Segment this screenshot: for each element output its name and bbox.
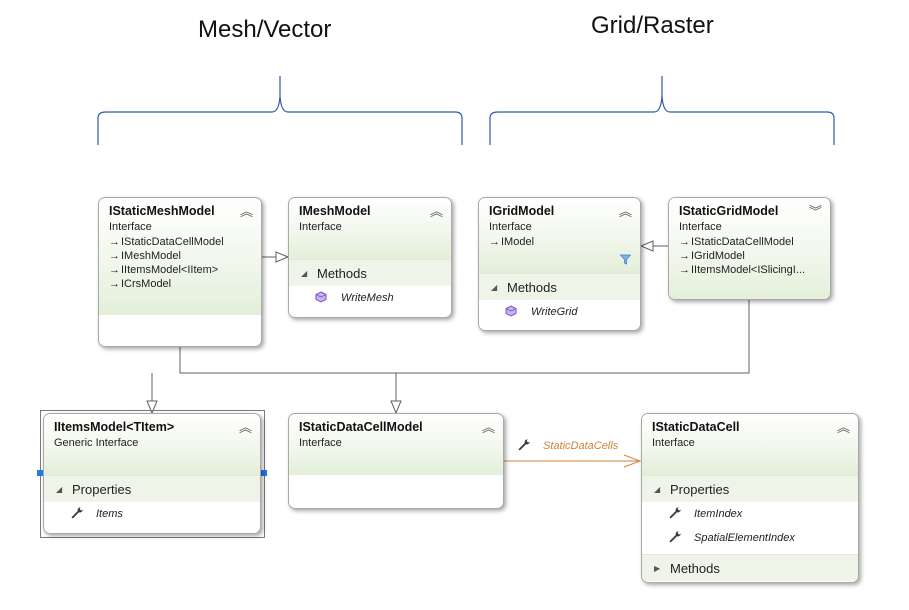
association-wrench-icon bbox=[517, 438, 531, 457]
triangle-expanded-icon: ◢ bbox=[491, 282, 498, 292]
inherits-arrow-icon: → bbox=[109, 236, 120, 248]
inherits-item: →ICrsModel bbox=[109, 278, 172, 290]
wrench-icon bbox=[70, 506, 96, 523]
heading-mesh-vector: Mesh/Vector bbox=[198, 16, 332, 43]
chevron-down-icon[interactable]: ︾ bbox=[808, 204, 822, 219]
chevron-up-icon[interactable]: ︽ bbox=[618, 204, 632, 219]
bracket-mesh-vector bbox=[97, 76, 463, 145]
class-stereotype: Interface bbox=[652, 437, 695, 449]
inherits-item: →IItemsModel<IItem> bbox=[109, 264, 219, 276]
inheritance-arrow-items bbox=[146, 400, 158, 415]
class-box-imeshmodel[interactable]: IMeshModel Interface ︽ ◢Methods WriteMes… bbox=[288, 197, 452, 318]
method-item[interactable]: WriteGrid bbox=[479, 300, 640, 324]
resize-handle-right[interactable] bbox=[261, 470, 267, 476]
class-title: IMeshModel bbox=[299, 204, 371, 218]
property-item[interactable]: Items bbox=[44, 502, 260, 526]
class-stereotype: Interface bbox=[679, 221, 722, 233]
class-box-iitemsmodel[interactable]: IItemsModel<TItem> Generic Interface ︽ ◢… bbox=[43, 413, 261, 534]
inheritance-arrow-grid bbox=[639, 240, 654, 252]
property-item[interactable]: SpatialElementIndex bbox=[642, 526, 858, 550]
property-item[interactable]: ItemIndex bbox=[642, 502, 858, 526]
method-cube-icon bbox=[505, 304, 531, 320]
resize-handle-left[interactable] bbox=[37, 470, 43, 476]
bracket-grid-raster bbox=[489, 76, 835, 145]
class-box-istaticdatacellmodel[interactable]: IStaticDataCellModel Interface ︽ bbox=[288, 413, 504, 509]
inherits-arrow-icon: → bbox=[679, 250, 690, 262]
class-title: IItemsModel<TItem> bbox=[54, 420, 175, 434]
inherits-arrow-icon: → bbox=[109, 250, 120, 262]
class-box-igridmodel[interactable]: IGridModel Interface →IModel ︽ ◢Methods … bbox=[478, 197, 641, 331]
inherits-arrow-icon: → bbox=[679, 236, 690, 248]
section-properties[interactable]: ◢Properties bbox=[642, 475, 858, 502]
association-arrowhead bbox=[623, 454, 642, 468]
class-header: IStaticMeshModel Interface →IStaticDataC… bbox=[99, 198, 261, 315]
triangle-collapsed-icon: ▶ bbox=[654, 563, 661, 573]
chevron-up-icon[interactable]: ︽ bbox=[481, 420, 495, 435]
triangle-expanded-icon: ◢ bbox=[654, 484, 661, 494]
class-title: IGridModel bbox=[489, 204, 555, 218]
triangle-expanded-icon: ◢ bbox=[301, 268, 308, 278]
class-stereotype: Interface bbox=[299, 437, 342, 449]
inherits-item: →IStaticDataCellModel bbox=[109, 236, 224, 248]
chevron-up-icon[interactable]: ︽ bbox=[836, 420, 850, 435]
inherits-item: →IStaticDataCellModel bbox=[679, 236, 794, 248]
class-stereotype: Generic Interface bbox=[54, 437, 139, 449]
filter-icon[interactable] bbox=[619, 254, 632, 268]
class-stereotype: Interface bbox=[109, 221, 152, 233]
triangle-expanded-icon: ◢ bbox=[56, 484, 63, 494]
inherits-item: →IMeshModel bbox=[109, 250, 181, 262]
inherits-item: →IModel bbox=[489, 236, 535, 248]
chevron-up-icon[interactable]: ︽ bbox=[238, 420, 252, 435]
heading-grid-raster: Grid/Raster bbox=[591, 12, 714, 39]
class-header: IStaticDataCellModel Interface ︽ bbox=[289, 414, 503, 475]
method-cube-icon bbox=[315, 290, 341, 306]
class-box-istaticgridmodel[interactable]: IStaticGridModel Interface →IStaticDataC… bbox=[668, 197, 831, 300]
chevron-up-icon[interactable]: ︽ bbox=[239, 204, 253, 219]
class-title: IStaticDataCellModel bbox=[299, 420, 423, 434]
section-methods[interactable]: ◢Methods bbox=[479, 273, 640, 300]
class-header: IStaticDataCell Interface ︽ bbox=[642, 414, 858, 475]
class-stereotype: Interface bbox=[299, 221, 342, 233]
class-stereotype: Interface bbox=[489, 221, 532, 233]
wrench-icon bbox=[668, 530, 694, 547]
inherits-item: →IItemsModel<ISlicingI... bbox=[679, 264, 806, 276]
association-label[interactable]: StaticDataCells bbox=[543, 440, 619, 452]
class-box-istaticdatacell[interactable]: IStaticDataCell Interface ︽ ◢Properties … bbox=[641, 413, 859, 583]
inherits-item: →IGridModel bbox=[679, 250, 745, 262]
class-header: IGridModel Interface →IModel ︽ bbox=[479, 198, 640, 273]
inherits-arrow-icon: → bbox=[489, 236, 500, 248]
class-header: IStaticGridModel Interface →IStaticDataC… bbox=[669, 198, 830, 299]
section-properties[interactable]: ◢Properties bbox=[44, 475, 260, 502]
class-title: IStaticDataCell bbox=[652, 420, 740, 434]
class-box-istaticmeshmodel[interactable]: IStaticMeshModel Interface →IStaticDataC… bbox=[98, 197, 262, 347]
section-methods[interactable]: ▶Methods bbox=[642, 554, 858, 581]
inherits-arrow-icon: → bbox=[109, 264, 120, 276]
inheritance-arrow-datacell-model bbox=[390, 400, 402, 415]
class-title: IStaticMeshModel bbox=[109, 204, 215, 218]
inherits-arrow-icon: → bbox=[679, 264, 690, 276]
wrench-icon bbox=[668, 506, 694, 523]
inherits-arrow-icon: → bbox=[109, 278, 120, 290]
class-header: IItemsModel<TItem> Generic Interface ︽ bbox=[44, 414, 260, 475]
chevron-up-icon[interactable]: ︽ bbox=[429, 204, 443, 219]
inheritance-arrow-mesh bbox=[275, 251, 290, 263]
method-item[interactable]: WriteMesh bbox=[289, 286, 451, 310]
class-title: IStaticGridModel bbox=[679, 204, 779, 218]
section-methods[interactable]: ◢Methods bbox=[289, 259, 451, 286]
class-header: IMeshModel Interface ︽ bbox=[289, 198, 451, 259]
